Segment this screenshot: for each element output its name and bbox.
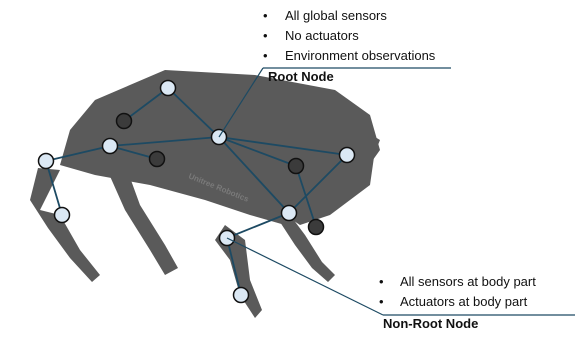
nonroot-bullet-1: All sensors at body part [400,274,536,289]
nonroot-leader-line [226,237,384,316]
front-near-leg [215,225,262,318]
graph-edge [45,145,111,162]
graph-node-light [159,79,177,97]
bullet-dot-icon: • [379,274,384,289]
nonroot-annotation: • All sensors at body part • Actuators a… [226,237,575,331]
robot-head [325,120,380,160]
nonroot-bullet-2: Actuators at body part [400,294,528,309]
graph-node-light [280,204,298,222]
bullet-dot-icon: • [263,48,268,63]
graph-node-light [37,152,55,170]
graph-nodes [37,79,356,304]
bullet-dot-icon: • [263,28,268,43]
graph-node-dark [287,157,305,175]
root-annotation: • All global sensors • No actuators • En… [218,8,451,138]
graph-edge [218,136,290,214]
graph-edge [226,212,290,239]
graph-node-dark [115,112,133,130]
root-bullet-3: Environment observations [285,48,436,63]
graph-node-light [101,137,119,155]
graph-edge [226,237,242,296]
graph-node-light [53,206,71,224]
graph-edge [218,136,348,156]
graph-edge [123,87,169,122]
root-bullet-2: No actuators [285,28,359,43]
rear-far-leg [105,150,178,275]
graph-node-dark [307,218,325,236]
graph-node-light [338,146,356,164]
front-far-leg [280,215,335,282]
rear-near-leg [30,168,100,282]
graph-edge [218,136,297,167]
root-node-title: Root Node [268,69,334,84]
nonroot-node-title: Non-Root Node [383,316,478,331]
graph-edge [45,160,63,216]
graph-edge [109,136,220,147]
robot-silhouette [30,70,380,318]
bullet-dot-icon: • [379,294,384,309]
bullet-dot-icon: • [263,8,268,23]
graph-node-dark [148,150,166,168]
graph-edge [167,87,220,138]
graph-edge [288,154,348,214]
root-leader-line [218,67,264,138]
graph-node-light [232,286,250,304]
root-bullet-1: All global sensors [285,8,387,23]
